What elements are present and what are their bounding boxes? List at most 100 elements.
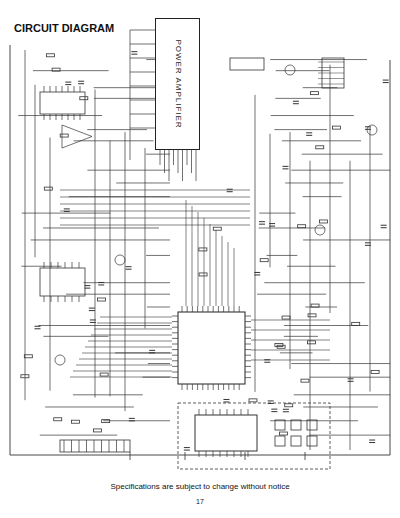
wire <box>228 306 229 312</box>
wire <box>50 138 51 391</box>
resistor-symbol <box>311 304 319 307</box>
wire <box>318 78 344 79</box>
wire <box>146 154 170 155</box>
wire <box>241 409 242 415</box>
microcontroller-ic <box>178 312 245 384</box>
wire <box>172 321 178 322</box>
wire <box>306 132 312 133</box>
wire <box>64 211 70 212</box>
wire <box>245 377 251 378</box>
wire <box>267 255 298 256</box>
wire <box>365 129 371 130</box>
wire <box>191 150 192 173</box>
wire <box>33 70 109 71</box>
wire <box>245 327 251 328</box>
resistor-symbol <box>275 343 283 346</box>
wire <box>213 384 214 390</box>
wire <box>287 266 336 267</box>
wire <box>245 452 246 460</box>
wire <box>245 355 251 356</box>
wire <box>310 377 390 378</box>
wire <box>60 197 250 198</box>
wire <box>173 150 174 165</box>
ic-chip <box>40 268 85 296</box>
wire <box>89 308 95 309</box>
resistor-symbol <box>54 418 62 421</box>
wire <box>18 115 102 116</box>
wire <box>192 206 193 306</box>
wire <box>245 366 251 367</box>
wire <box>65 296 66 302</box>
wire <box>206 409 207 415</box>
wire <box>89 310 95 311</box>
wire <box>130 30 155 31</box>
wire <box>271 409 277 410</box>
wire <box>318 84 344 85</box>
wire <box>94 440 95 452</box>
wire <box>44 262 45 268</box>
wire <box>172 355 178 356</box>
resistor-symbol <box>80 97 88 100</box>
wire <box>172 338 178 339</box>
wire <box>383 82 389 83</box>
resistor-symbol <box>371 370 379 373</box>
wire <box>45 406 134 407</box>
resistor-symbol <box>310 92 318 95</box>
wire <box>172 316 178 317</box>
wire <box>270 59 367 60</box>
wire <box>227 451 228 457</box>
wire <box>259 221 265 222</box>
wire <box>223 399 229 400</box>
wire <box>100 317 172 318</box>
wire <box>245 344 251 345</box>
wire <box>282 168 288 169</box>
wire <box>79 296 80 302</box>
resistor-symbol <box>319 220 327 223</box>
wire <box>129 420 135 421</box>
wire <box>197 384 198 390</box>
wire <box>381 225 387 226</box>
wire <box>72 262 73 268</box>
wire <box>130 72 155 73</box>
wire <box>25 50 26 400</box>
wire <box>251 350 330 351</box>
wire <box>365 242 371 243</box>
wire <box>172 366 178 367</box>
wire <box>51 262 52 268</box>
wire <box>276 70 330 71</box>
wire <box>172 377 178 378</box>
wire <box>282 166 288 167</box>
wire <box>306 135 312 136</box>
wire <box>70 377 172 378</box>
wire <box>241 451 242 457</box>
wire <box>199 409 200 415</box>
wire <box>58 262 59 268</box>
wire <box>206 451 207 457</box>
wire <box>223 306 224 312</box>
wire <box>318 73 344 74</box>
wire <box>40 435 117 436</box>
wire <box>74 114 75 120</box>
resistor-symbol <box>98 298 106 301</box>
wire <box>145 148 146 329</box>
wire <box>35 326 41 327</box>
wire <box>365 245 371 246</box>
wire <box>160 150 161 165</box>
wire <box>60 204 250 205</box>
resistor-symbol <box>249 399 257 402</box>
wire <box>348 381 354 382</box>
wire <box>254 272 260 273</box>
wire <box>248 409 249 415</box>
wire <box>78 81 84 82</box>
resistor-symbol <box>333 126 341 129</box>
wire <box>74 140 154 141</box>
wire <box>182 306 183 312</box>
wire <box>210 224 211 306</box>
wire <box>87 170 170 171</box>
wire <box>84 285 90 286</box>
wire <box>254 274 260 275</box>
wire <box>65 82 71 83</box>
wire <box>172 344 178 345</box>
ic-chip <box>40 92 85 114</box>
wire <box>68 114 69 120</box>
